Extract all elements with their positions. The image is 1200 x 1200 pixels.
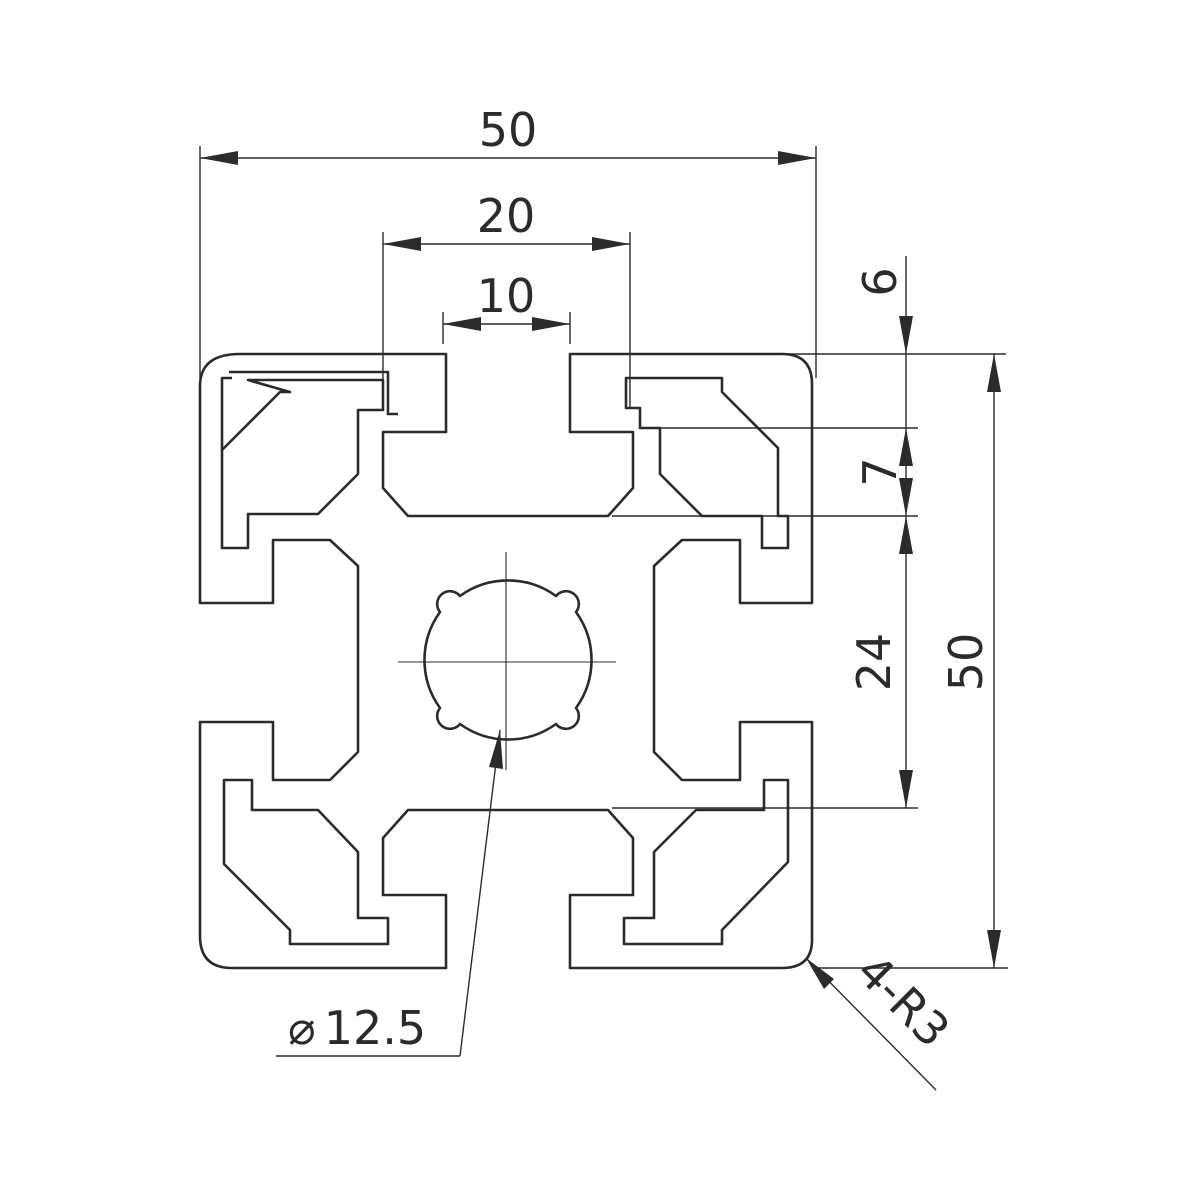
- dim-overall-width: 50: [199, 103, 817, 378]
- dim-slot-opening-label: 10: [477, 269, 536, 323]
- dim-slot-outer-width: 20: [382, 189, 631, 410]
- dim-wall-thickness-label: 6: [853, 267, 907, 296]
- dim-overall-width-label: 50: [479, 103, 538, 157]
- cavity-bottom-left: [222, 778, 390, 946]
- corner-radius-label: 4-R3: [846, 944, 960, 1058]
- bore-centerlines: [398, 552, 616, 770]
- bore-diameter-label: ⌀12.5: [288, 1001, 426, 1055]
- leader-corner-radius: 4-R3: [805, 944, 960, 1091]
- cavity-top-right: [624, 376, 790, 550]
- bore-diameter-value: 12.5: [324, 1001, 426, 1055]
- center-bore: [423, 579, 593, 741]
- dim-overall-height: 50: [812, 354, 1008, 969]
- cavity-bottom-right: [622, 778, 790, 946]
- diameter-symbol: ⌀: [288, 1001, 316, 1055]
- leader-bore-diameter: ⌀12.5: [276, 729, 503, 1057]
- cavity-top-left: [220, 370, 398, 550]
- dim-core-width-label: 24: [847, 633, 901, 692]
- dim-slot-depth-label: 7: [853, 457, 907, 486]
- dim-overall-height-label: 50: [939, 633, 993, 692]
- dim-slot-opening: 10: [442, 269, 571, 344]
- profile-outline: [198, 352, 814, 970]
- dim-slot-outer-width-label: 20: [477, 189, 536, 243]
- dim-right-chain: 6 7 24: [612, 256, 1006, 809]
